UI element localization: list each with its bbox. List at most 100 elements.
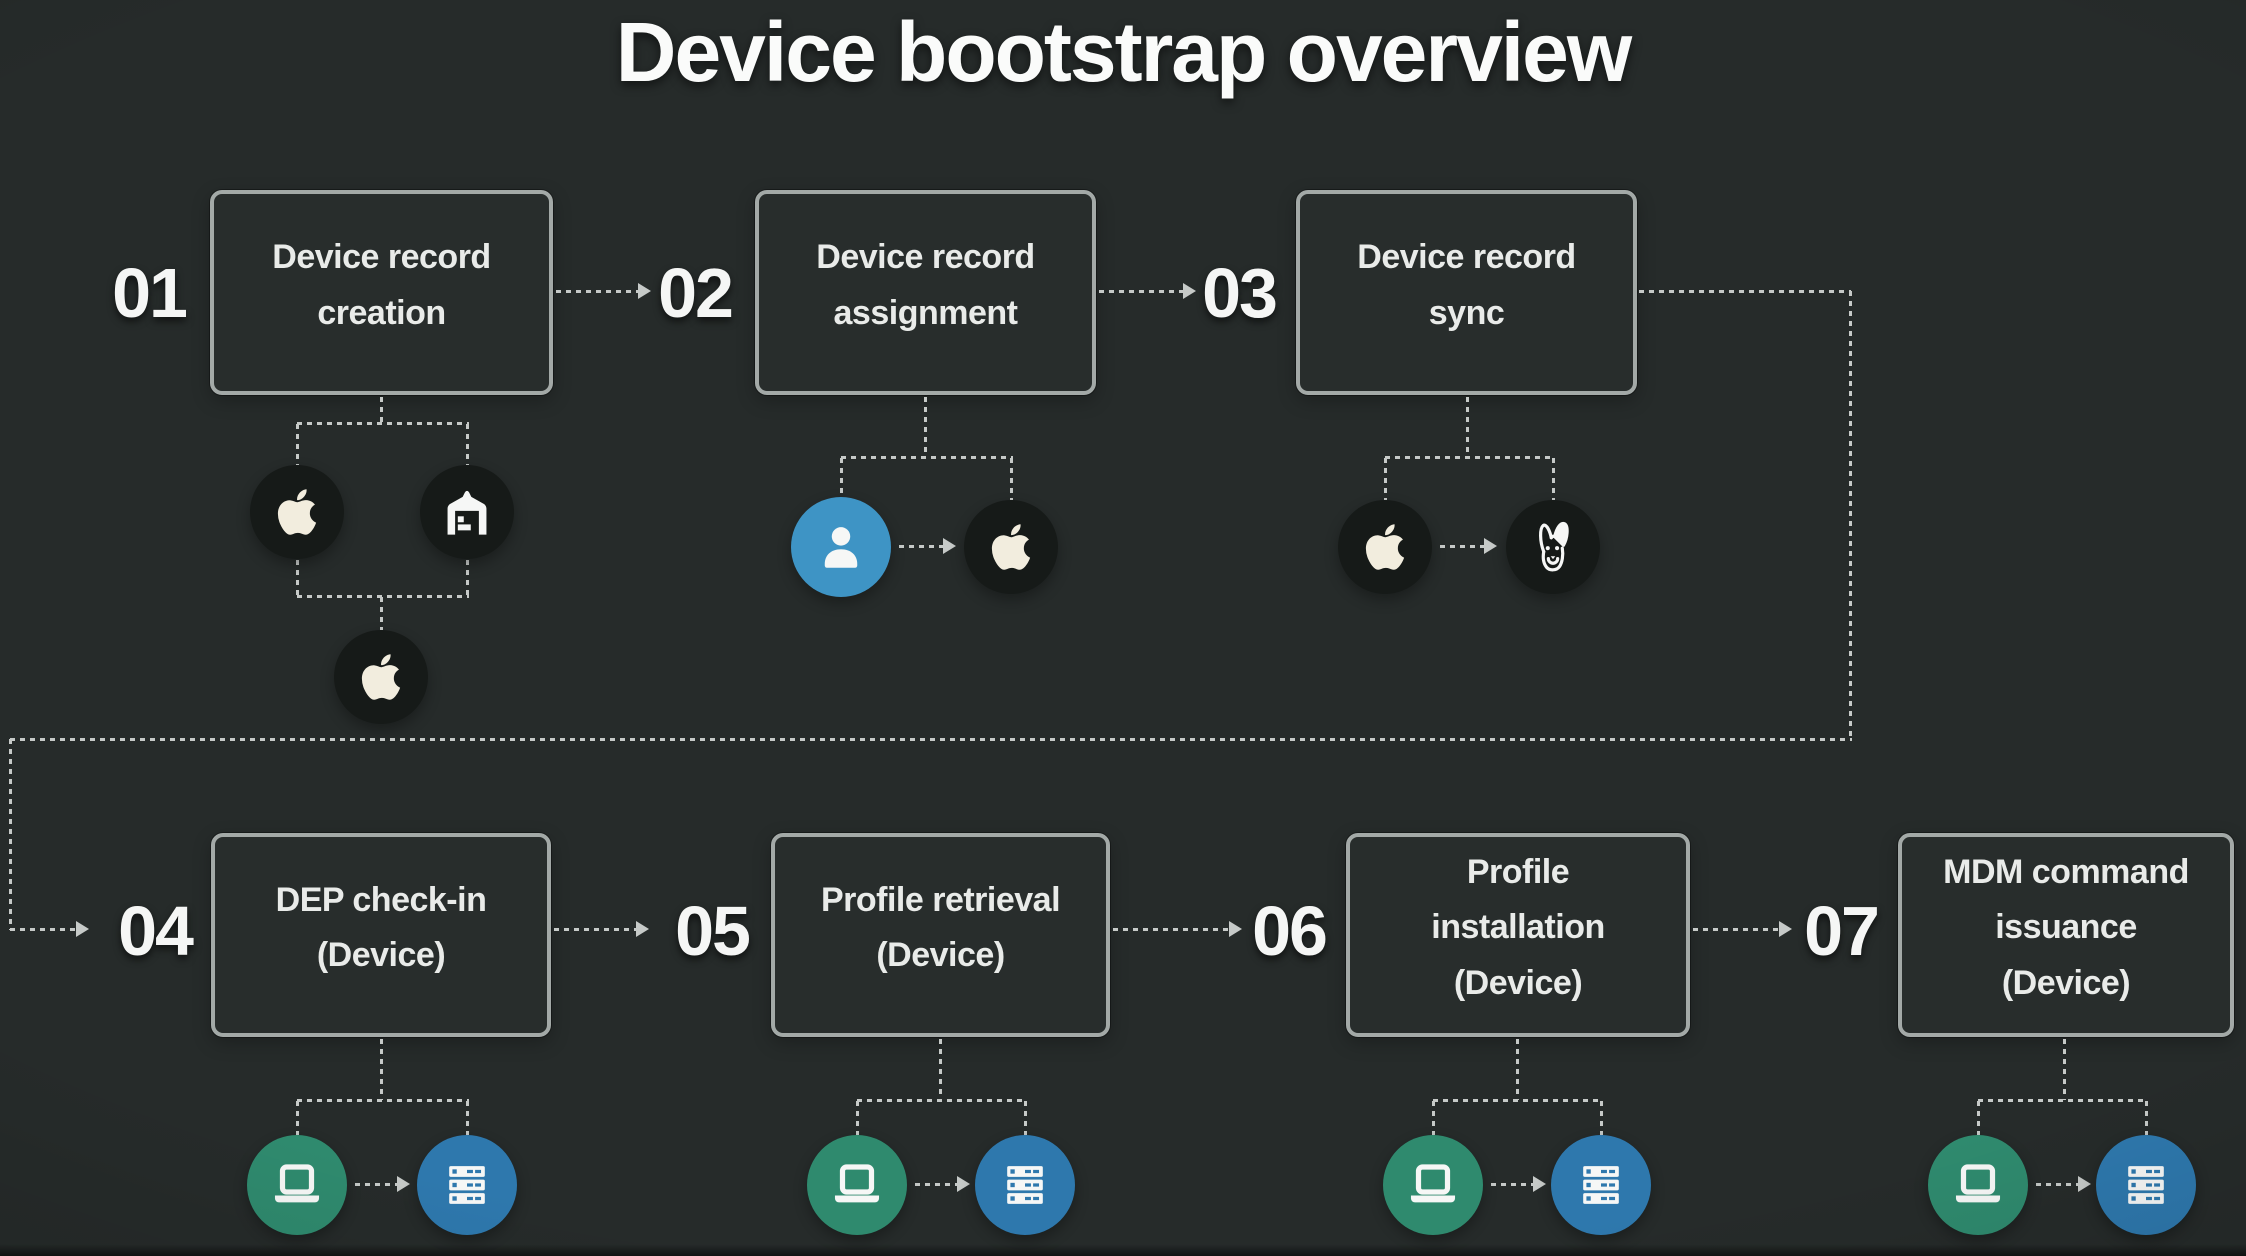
micromdm-dog-icon: [1524, 518, 1582, 576]
connector-line: [1849, 291, 1852, 740]
connector-line: [297, 422, 469, 425]
connector-line: [1113, 928, 1229, 931]
connector-line: [857, 1099, 1027, 1102]
server-icon-circle: [417, 1135, 517, 1235]
apple-icon: [361, 651, 401, 703]
connector-line: [915, 1183, 957, 1186]
connector-line: [10, 928, 76, 931]
step-number-07: 07: [1804, 892, 1880, 970]
connector-line: [1024, 1101, 1027, 1135]
connector-line: [2063, 1039, 2066, 1100]
connector-line: [856, 1101, 859, 1135]
connector-line: [297, 1099, 469, 1102]
connector-line: [1639, 290, 1851, 293]
step-box-profile-retrieval: Profile retrieval (Device): [771, 833, 1110, 1037]
step-number-04: 04: [118, 892, 194, 970]
connector-line: [380, 1039, 383, 1100]
laptop-icon-circle: [807, 1135, 907, 1235]
server-icon: [998, 1158, 1052, 1212]
step-box-dep-check-in: DEP check-in (Device): [211, 833, 551, 1037]
arrowhead: [397, 1176, 410, 1192]
connector-line: [1466, 397, 1469, 457]
connector-line: [1491, 1183, 1533, 1186]
connector-line: [899, 545, 943, 548]
connector-line: [556, 290, 638, 293]
step-box-mdm-command-issuance: MDM command issuance (Device): [1898, 833, 2234, 1037]
connector-line: [554, 928, 636, 931]
server-icon: [1574, 1158, 1628, 1212]
connector-line: [2036, 1183, 2078, 1186]
arrowhead: [1533, 1176, 1546, 1192]
warehouse-icon: [440, 485, 494, 539]
arrowhead: [1229, 921, 1242, 937]
connector-line: [1600, 1101, 1603, 1135]
server-icon-circle: [2096, 1135, 2196, 1235]
arrowhead: [2078, 1176, 2091, 1192]
step-box-device-record-creation: Device record creation: [210, 190, 553, 395]
connector-line: [1516, 1039, 1519, 1100]
laptop-icon: [828, 1156, 886, 1214]
connector-line: [1010, 458, 1013, 500]
connector-line: [9, 739, 12, 930]
server-icon-circle: [1551, 1135, 1651, 1235]
arrowhead: [76, 921, 89, 937]
arrowhead: [1779, 921, 1792, 937]
connector-line: [466, 560, 469, 596]
arrowhead: [1183, 283, 1196, 299]
laptop-icon: [1404, 1156, 1462, 1214]
connector-line: [380, 397, 383, 424]
connector-line: [2145, 1101, 2148, 1135]
connector-line: [1693, 928, 1779, 931]
apple-icon: [277, 486, 317, 538]
connector-line: [1432, 1101, 1435, 1135]
server-icon: [2119, 1158, 2173, 1212]
connector-line: [840, 458, 843, 497]
arrowhead: [1484, 538, 1497, 554]
step-box-device-record-assignment: Device record assignment: [755, 190, 1096, 395]
connector-line: [1977, 1101, 1980, 1135]
connector-line: [939, 1039, 942, 1100]
arrowhead: [943, 538, 956, 554]
connector-line: [355, 1183, 397, 1186]
micromdm-dog-icon-circle: [1506, 500, 1600, 594]
arrowhead: [957, 1176, 970, 1192]
connector-line: [1099, 290, 1183, 293]
apple-icon-circle: [1338, 500, 1432, 594]
laptop-icon-circle: [1928, 1135, 2028, 1235]
connector-line: [296, 1101, 299, 1135]
connector-line: [841, 456, 1013, 459]
server-icon-circle: [975, 1135, 1075, 1235]
apple-icon-circle: [964, 500, 1058, 594]
connector-line: [1440, 545, 1484, 548]
connector-line: [380, 597, 383, 630]
step-number-03: 03: [1202, 254, 1278, 332]
warehouse-icon-circle: [420, 465, 514, 559]
step-box-profile-installation: Profile installation (Device): [1346, 833, 1690, 1037]
apple-icon: [991, 521, 1031, 573]
step-number-02: 02: [658, 254, 734, 332]
user-icon-circle: [791, 497, 891, 597]
arrowhead: [636, 921, 649, 937]
apple-icon: [1365, 521, 1405, 573]
connector-line: [466, 1101, 469, 1135]
connector-line: [1384, 458, 1387, 500]
page-title: Device bootstrap overview: [615, 5, 1632, 99]
connector-line: [924, 397, 927, 457]
apple-icon-circle: [334, 630, 428, 724]
step-number-06: 06: [1252, 892, 1328, 970]
apple-icon-circle: [250, 465, 344, 559]
laptop-icon: [268, 1156, 326, 1214]
arrowhead: [638, 283, 651, 299]
connector-line: [297, 595, 469, 598]
connector-line: [296, 560, 299, 596]
laptop-icon: [1949, 1156, 2007, 1214]
server-icon: [440, 1158, 494, 1212]
step-number-05: 05: [675, 892, 751, 970]
step-number-01: 01: [112, 254, 188, 332]
user-icon: [813, 519, 869, 575]
connector-line: [1385, 456, 1555, 459]
connector-line: [466, 424, 469, 465]
laptop-icon-circle: [247, 1135, 347, 1235]
